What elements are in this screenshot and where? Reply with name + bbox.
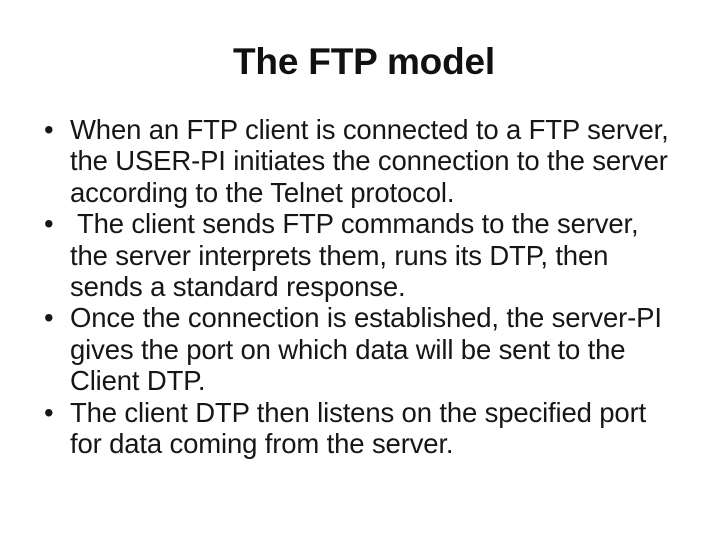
bullet-point-icon: •: [44, 114, 54, 145]
list-item: • Once the connection is established, th…: [32, 302, 696, 396]
list-item: • The client sends FTP commands to the s…: [32, 208, 696, 302]
list-item-leading-space: [70, 208, 77, 239]
bullet-point-icon: •: [44, 302, 54, 334]
list-item-body: When an FTP client is connected to a FTP…: [70, 114, 669, 208]
list-item-text: Once the connection is established, the …: [70, 302, 696, 396]
list-item-text: When an FTP client is connected to a FTP…: [70, 114, 696, 208]
list-item: • The client DTP then listens on the spe…: [32, 397, 696, 460]
list-item-body: Once the connection is established, the …: [70, 302, 662, 397]
slide-title: The FTP model: [233, 41, 495, 82]
list-item-text: The client DTP then listens on the speci…: [70, 397, 696, 460]
list-item-body: The client sends FTP commands to the ser…: [70, 208, 639, 303]
bullet-list: • When an FTP client is connected to a F…: [32, 114, 696, 459]
list-item-text: The client sends FTP commands to the ser…: [70, 208, 696, 302]
bullet-point-icon: •: [44, 208, 54, 240]
list-item-body: The client DTP then listens on the speci…: [70, 396, 647, 460]
list-item: • When an FTP client is connected to a F…: [32, 114, 696, 208]
bullet-point-icon: •: [44, 396, 54, 428]
